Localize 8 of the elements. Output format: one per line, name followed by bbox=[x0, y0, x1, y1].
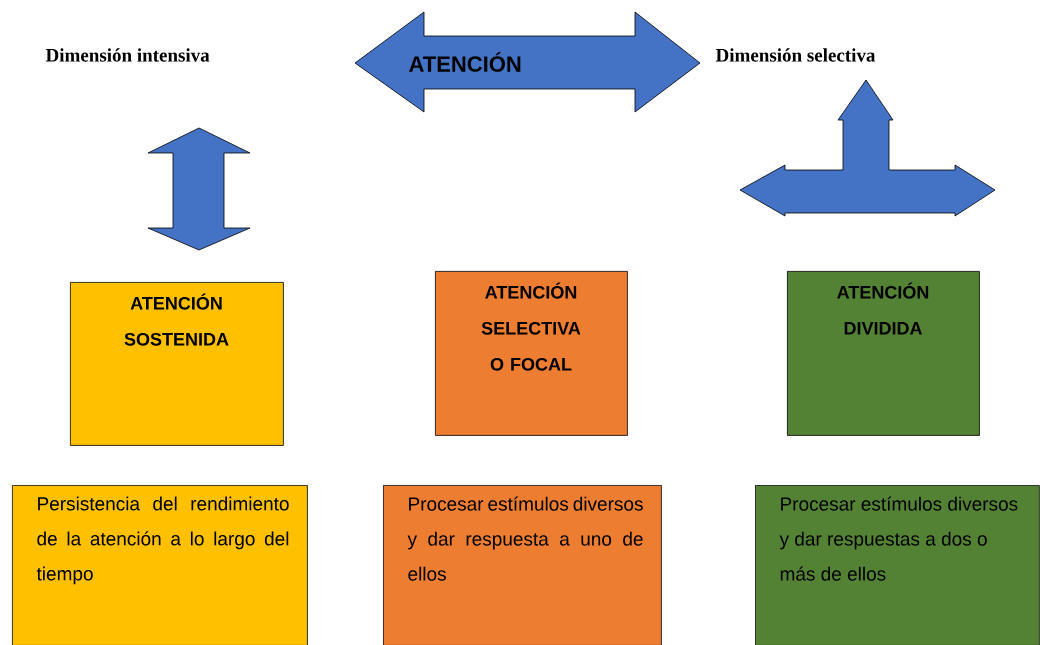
node-label: ATENCIÓN bbox=[409, 52, 521, 72]
box: ATENCIÓN DIVIDIDA bbox=[787, 271, 980, 436]
text-box: Procesar estímulos diversos y dar respuesta a uno de ellos bbox=[383, 485, 662, 645]
text-box: Persistencia del rendimiento de la atención a lo largo del tiempo bbox=[12, 485, 308, 645]
text-box: Procesar estímulos diversos y dar respuestas a dos o más de ellos bbox=[755, 485, 1040, 645]
heading: Dimensión intensiva bbox=[45, 48, 210, 62]
box: ATENCIÓN SELECTIVA O FOCAL bbox=[435, 271, 628, 436]
box: ATENCIÓN SOSTENIDA bbox=[70, 282, 284, 446]
